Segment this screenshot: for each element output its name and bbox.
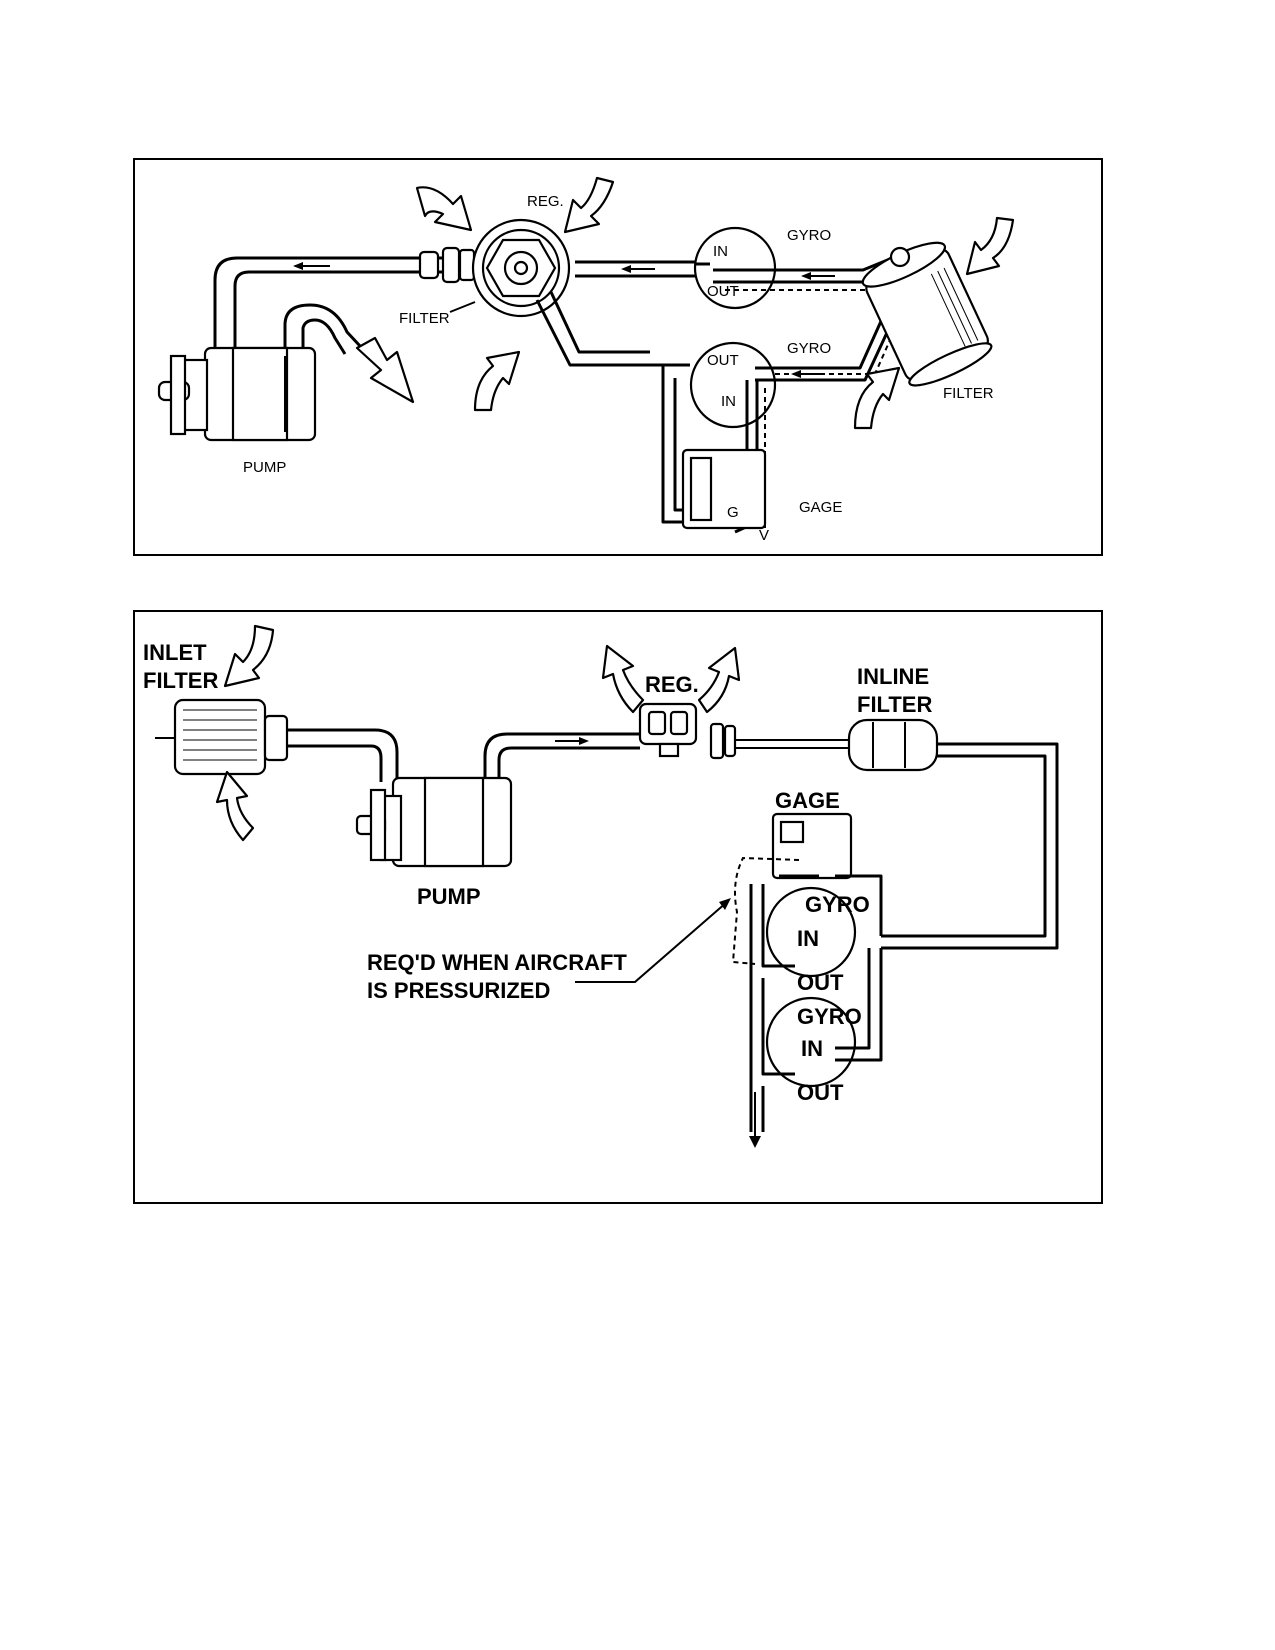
exhaust-arrow-icon [355,336,415,404]
pressurized-note-line-1: REQ'D WHEN AIRCRAFT [367,950,627,975]
inflow-arrow-icon [215,770,255,842]
gyro-1-out-label: OUT [707,283,739,300]
inline-filter-label-2: FILTER [857,692,932,717]
gage-label: GAGE [799,499,842,516]
gyro-2-label: GYRO [787,340,831,357]
outflow-arrow-icon [697,646,741,714]
gyro-1 [693,226,901,310]
gyro-2 [765,996,857,1088]
reg-label: REG. [645,672,699,697]
gage [681,448,767,530]
flow-arrow-icon [791,370,801,378]
exhaust-arrow-icon [749,1136,761,1148]
gage-v-label: V [759,527,769,544]
pump [355,776,513,868]
pressurized-bypass-line [731,856,800,965]
inflow-arrow-icon [965,216,1015,276]
flow-arrow-icon [801,272,811,280]
regulator [638,702,737,760]
gyro-2-in-label: IN [801,1036,823,1061]
inline-filter [847,718,939,772]
gyro-1-label: GYRO [787,227,831,244]
inflow-arrow-icon [563,176,615,234]
gyro-1-in-label: IN [797,926,819,951]
flow-arrow-icon [579,737,589,745]
leader-arrow-icon [719,898,731,910]
pump-label: PUMP [417,884,481,909]
gage-label: GAGE [775,788,840,813]
top-vacuum-system-diagram: REG. FILTER PUMP GYRO IN OUT GYRO OUT IN… [133,158,1103,556]
gyro-2-label: GYRO [797,1004,862,1029]
gage [771,812,853,880]
inline-filter-label-1: INLINE [857,664,929,689]
inlet-filter-label-1: INLET [143,640,207,665]
inflow-arrow-icon [473,350,521,412]
inflow-arrow-icon [223,624,275,688]
pressurized-note-line-2: IS PRESSURIZED [367,978,550,1003]
bottom-diagram-svg: INLET FILTER REG. INLINE FILTER PUMP GAG… [143,624,1059,1148]
inflow-arrow-icon [415,186,473,232]
gyro-1-label: GYRO [805,892,870,917]
reg-filter-label: FILTER [399,310,450,327]
flow-arrow-icon [293,262,303,270]
gyro-2-in-label: IN [721,393,736,410]
gage-g-label: G [727,504,739,521]
top-diagram-svg: REG. FILTER PUMP GYRO IN OUT GYRO OUT IN… [157,176,1015,544]
inflow-arrow-icon [853,366,901,430]
gyro-1-out-label: OUT [797,970,844,995]
gyro-2-out-label: OUT [707,352,739,369]
inlet-filter-label-2: FILTER [143,668,218,693]
bottom-vacuum-system-diagram: INLET FILTER REG. INLINE FILTER PUMP GAG… [133,610,1103,1204]
outflow-arrow-icon [601,644,645,714]
regulator [471,218,650,367]
gyro-2-out-label: OUT [797,1080,844,1105]
pump-label: PUMP [243,459,286,476]
filter-canister [861,241,993,387]
flow-arrow-icon [621,265,631,273]
pump [157,303,362,442]
gyro-1-in-label: IN [713,243,728,260]
gyro-1 [765,886,857,978]
pump-to-reg-pipe [213,246,476,355]
inlet-filter [155,698,289,776]
filter-fitting [889,246,911,268]
reg-label: REG. [527,193,564,210]
filter-label: FILTER [943,385,994,402]
